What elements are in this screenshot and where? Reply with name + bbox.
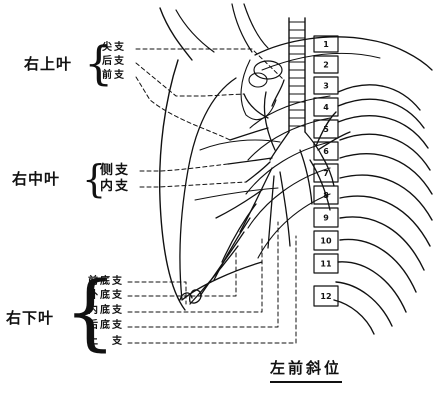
view-caption: 左前斜位 xyxy=(270,357,342,383)
lower-branch-posterior-basal: 后底支 xyxy=(88,321,124,331)
leader-lines-lower xyxy=(128,222,296,343)
neck-outline-left xyxy=(160,8,192,60)
vertebra-number: 9 xyxy=(323,214,329,223)
vertebra-number: 6 xyxy=(323,147,329,156)
chest-outline-left xyxy=(160,60,185,310)
lower-branch-superior: 上支 xyxy=(88,337,136,347)
vertebra-number: 1 xyxy=(323,40,329,49)
vertebra-number: 7 xyxy=(323,169,329,178)
clavicle-head xyxy=(254,61,282,79)
upper-branch-apical: 尖支 xyxy=(102,43,126,53)
leader-lines-upper xyxy=(136,49,284,140)
upper-lobe-label: 右上叶 xyxy=(24,57,72,72)
lower-branch-lateral-basal: 外底支 xyxy=(88,291,124,301)
middle-branch-medial: 内支 xyxy=(100,180,130,193)
trachea xyxy=(289,18,305,132)
neck-outline-right-2 xyxy=(244,4,268,48)
ribs xyxy=(246,85,432,334)
vertebra-number: 10 xyxy=(320,237,332,246)
lung-fissure-2 xyxy=(195,188,278,200)
neck-outline-right xyxy=(232,4,252,52)
vertebra-number: 2 xyxy=(323,61,329,70)
vertebra-number: 5 xyxy=(323,125,329,134)
upper-branch-posterior: 后支 xyxy=(102,57,126,67)
middle-branch-lateral: 侧支 xyxy=(100,164,130,177)
middle-lobe-label: 右中叶 xyxy=(12,172,60,187)
lower-lobe-label: 右下叶 xyxy=(6,311,54,326)
vertebra-number: 3 xyxy=(323,82,329,91)
vertebra-number: 12 xyxy=(320,292,331,301)
upper-branch-anterior: 前支 xyxy=(102,71,126,81)
vertebra-number: 8 xyxy=(323,191,329,200)
vertebra-number: 11 xyxy=(320,260,332,269)
lower-branch-medial-basal: 内底支 xyxy=(88,306,124,316)
lung-fissure-1 xyxy=(200,140,280,150)
vertebra-number: 4 xyxy=(323,103,329,112)
clavicle-head-2 xyxy=(249,73,267,87)
scapula-outline xyxy=(241,60,276,120)
leader-lines-middle xyxy=(140,164,246,187)
lower-branch-anterior-basal: 前底支 xyxy=(88,277,124,287)
